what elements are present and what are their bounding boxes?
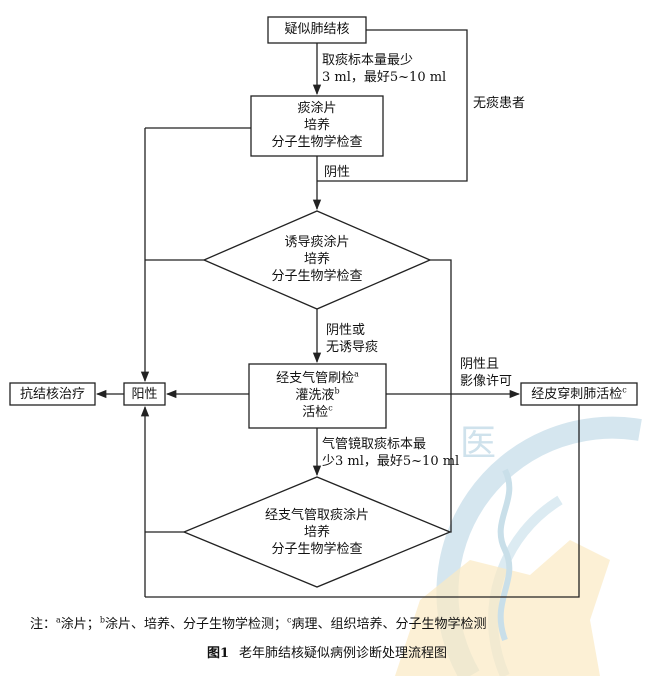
bronch-sample-req-label: 气管镜取痰标本最 少3 ml，最好5~10 ml bbox=[322, 436, 459, 470]
bronch-sputum-tests-label: 经支气管取痰涂片 培养 分子生物学检查 bbox=[232, 507, 402, 558]
bronch-sputum-test-1: 经支气管取痰涂片 bbox=[264, 508, 369, 523]
figure-caption: 图1 老年肺结核疑似病例诊断处理流程图 bbox=[0, 642, 654, 661]
line-induced-negative bbox=[430, 259, 452, 394]
negative-label: 阴性 bbox=[324, 165, 351, 180]
neg-or-line-1: 阴性或 bbox=[326, 323, 366, 338]
induced-test-3: 分子生物学检查 bbox=[271, 269, 363, 284]
treatment-box bbox=[9, 382, 96, 406]
sputum-test-2: 培养 bbox=[303, 118, 330, 133]
footnote-sup-a: a bbox=[56, 615, 61, 625]
bronch-req-line-1: 气管镜取痰标本最 bbox=[322, 437, 427, 452]
watermark-char: 医 bbox=[460, 423, 496, 464]
start-label: 疑似肺结核 bbox=[284, 22, 350, 37]
bronch-req-line-2: 少3 ml，最好5~10 ml bbox=[322, 454, 460, 469]
start-box bbox=[267, 16, 367, 44]
line-bronch-sputum-negative bbox=[450, 394, 452, 533]
bronch-sputum-test-2: 培养 bbox=[303, 525, 330, 540]
percutaneous-sup: c bbox=[622, 385, 627, 395]
figure-title: 老年肺结核疑似病例诊断处理流程图 bbox=[239, 646, 448, 661]
neg-imaging-line-1: 阴性且 bbox=[460, 357, 500, 372]
neg-or-line-2: 无诱导痰 bbox=[326, 340, 379, 355]
induced-test-1: 诱导痰涂片 bbox=[284, 235, 350, 250]
sputum-tests-box bbox=[250, 95, 384, 157]
bronch-sup-b: b bbox=[334, 386, 340, 396]
treatment-label: 抗结核治疗 bbox=[19, 387, 85, 402]
percutaneous-label: 经皮穿刺肺活检c bbox=[521, 386, 637, 403]
positive-label: 阳性 bbox=[131, 387, 158, 402]
footnote-sup-c: c bbox=[286, 615, 292, 625]
induced-test-2: 培养 bbox=[303, 252, 330, 267]
sputum-test-1: 痰涂片 bbox=[297, 101, 337, 116]
footnote-c: 病理、组织培养、分子生物学检测 bbox=[291, 617, 487, 632]
bronch-sup-c: c bbox=[328, 403, 333, 413]
footnote-prefix: 注： bbox=[30, 617, 57, 632]
sample-req-line-1: 取痰标本量最少 bbox=[322, 53, 414, 68]
sputum-test-3: 分子生物学检查 bbox=[271, 135, 363, 150]
bronch-method-2: 灌洗液 bbox=[295, 388, 335, 403]
bronch-sup-a: a bbox=[354, 369, 359, 379]
footnote: 注：a涂片；b涂片、培养、分子生物学检测；c病理、组织培养、分子生物学检测 bbox=[30, 613, 486, 632]
footnote-a: 涂片； bbox=[60, 617, 100, 632]
footnote-b: 涂片、培养、分子生物学检测； bbox=[104, 617, 287, 632]
footnote-sup-b: b bbox=[99, 615, 105, 625]
neg-imaging-line-2: 影像许可 bbox=[460, 374, 513, 389]
bronch-sputum-diamond bbox=[182, 476, 452, 588]
negative-or-no-induced-label: 阴性或 无诱导痰 bbox=[326, 322, 378, 356]
percutaneous-text: 经皮穿刺肺活检 bbox=[531, 387, 623, 402]
sample-req-line-2: 3 ml，最好5~10 ml bbox=[322, 70, 447, 85]
induced-tests-label: 诱导痰涂片 培养 分子生物学检查 bbox=[242, 234, 392, 285]
figure-number: 图1 bbox=[206, 646, 230, 661]
line-no-sputum-bypass bbox=[317, 29, 468, 182]
negative-imaging-label: 阴性且 影像许可 bbox=[460, 356, 512, 390]
bronchoscopy-label: 经支气管刷检a 灌洗液b 活检c bbox=[249, 370, 386, 421]
bronch-sputum-test-3: 分子生物学检查 bbox=[271, 542, 363, 557]
bronch-method-1: 经支气管刷检 bbox=[276, 371, 355, 386]
sample-requirement-label: 取痰标本量最少 3 ml，最好5~10 ml bbox=[322, 52, 446, 86]
no-sputum-label: 无痰患者 bbox=[473, 96, 526, 111]
line-percutaneous-return bbox=[145, 405, 580, 598]
sputum-tests-label: 痰涂片 培养 分子生物学检查 bbox=[251, 100, 383, 151]
bronch-method-3: 活检 bbox=[302, 405, 329, 420]
